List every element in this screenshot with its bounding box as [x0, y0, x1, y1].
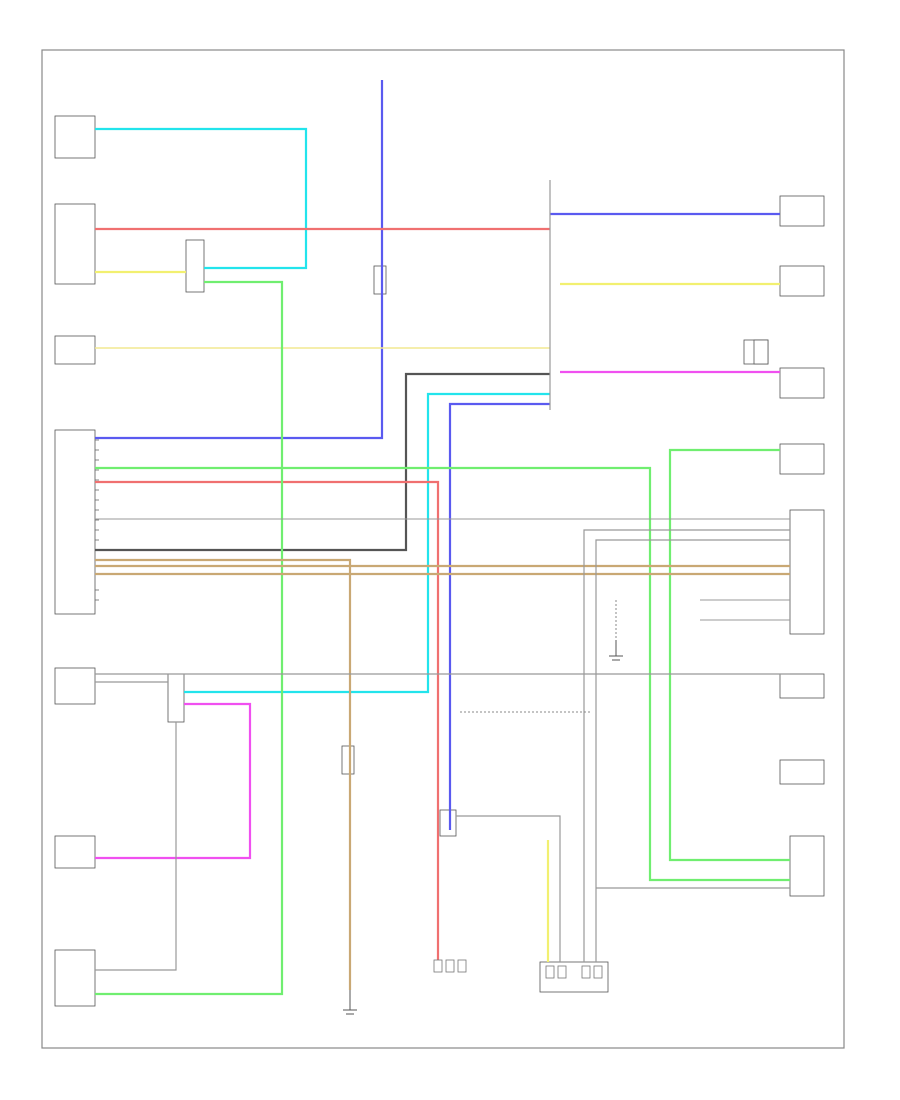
junction-connector-1 — [185, 239, 205, 293]
component-box-left-7 — [54, 949, 96, 1007]
right-components — [743, 195, 825, 897]
junction-connector-3 — [439, 809, 457, 837]
wire-cyan-2 — [184, 392, 550, 694]
fuse-block-1 — [373, 265, 387, 295]
wire-gray-5 — [595, 539, 790, 962]
component-box-left-ecu — [54, 429, 96, 615]
component-box-top-left — [54, 115, 96, 159]
plug-icon — [445, 959, 455, 973]
component-box-right-7 — [779, 673, 825, 699]
ground-icon — [609, 640, 623, 661]
component-box-right-4 — [779, 367, 825, 399]
component-box-right-5 — [779, 443, 825, 475]
plug-icon — [457, 959, 467, 973]
connector-right-small — [753, 339, 769, 365]
component-box-right-1 — [779, 195, 825, 227]
plug-icon — [545, 965, 555, 979]
component-box-right-8 — [779, 759, 825, 785]
component-box-left-2 — [54, 203, 96, 285]
wire-gray-6 — [456, 815, 561, 962]
diagram-frame — [41, 49, 845, 1049]
left-components — [54, 115, 96, 1007]
plug-icon — [593, 965, 603, 979]
plug-icon — [433, 959, 443, 973]
component-box-right-2 — [779, 265, 825, 297]
component-box-left-6 — [54, 835, 96, 869]
wire-gray-7 — [95, 722, 177, 971]
wire-blue-3 — [448, 402, 550, 830]
ground-symbols — [343, 640, 623, 1015]
fuse-block-2 — [341, 745, 355, 775]
component-box-left-5 — [54, 667, 96, 705]
component-box-right-6 — [789, 509, 825, 635]
plug-icon — [557, 965, 567, 979]
wire-blue-1 — [95, 80, 384, 440]
component-box-right-9 — [789, 835, 825, 897]
wire-green-3 — [668, 448, 790, 862]
connector-pins — [95, 439, 99, 601]
wire-gray-4 — [583, 529, 790, 962]
bottom-plugs — [433, 959, 603, 979]
wires — [95, 80, 790, 996]
wire-dark-1 — [95, 372, 550, 552]
plug-icon — [581, 965, 591, 979]
wire-magenta-2 — [95, 702, 252, 860]
wire-cyan-1 — [95, 127, 308, 270]
junction-connector-2 — [167, 673, 185, 723]
wire-green-1 — [95, 280, 284, 996]
component-box-left-3 — [54, 335, 96, 365]
wire-tan-3 — [95, 558, 352, 990]
wire-red-2 — [95, 480, 440, 960]
ground-icon — [343, 990, 357, 1015]
